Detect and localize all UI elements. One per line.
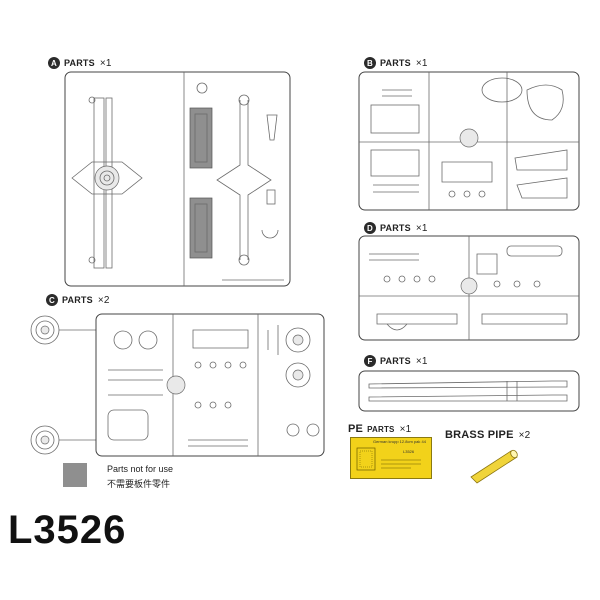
pe-plate: German krupp 12.8cm pak 44 L3526 [350,437,432,479]
brass-pipe-header: BRASS PIPE ×2 [445,429,530,441]
sprue-a-badge: A [48,57,60,69]
sprue-b-drawing [358,71,580,211]
pe-prefix: PE [348,423,364,435]
sprue-a-label: PARTS [64,58,95,68]
sprue-f-badge: F [364,355,376,367]
sprue-f-count: ×1 [415,355,428,367]
sprue-b-label: PARTS [380,58,411,68]
sprue-b-header: B PARTS ×1 [364,57,428,69]
legend-text-en: Parts not for use [107,464,174,474]
pe-header: PE PARTS ×1 [348,423,411,435]
pe-count: ×1 [399,423,412,435]
sprue-c-drawing [30,313,325,457]
legend-swatch [63,463,87,487]
sprue-a-header: A PARTS ×1 [48,57,112,69]
pe-plate-parts [356,447,421,471]
pe-label: PARTS [367,424,395,434]
sprue-b-badge: B [364,57,376,69]
sprue-c-badge: C [46,294,58,306]
sprue-d-count: ×1 [415,222,428,234]
sprue-d-drawing [358,235,580,341]
sprue-d-label: PARTS [380,223,411,233]
legend-text-cn: 不需要板件零件 [107,480,171,490]
sprue-a-count: ×1 [99,57,112,69]
sprue-c-count: ×2 [97,294,110,306]
pe-plate-title: German krupp 12.8cm pak 44 [373,439,426,444]
sprue-c-header: C PARTS ×2 [46,294,110,306]
sprue-f-header: F PARTS ×1 [364,355,428,367]
brass-pipe-count: ×2 [518,429,531,441]
pe-plate-code: L3526 [403,449,415,454]
brass-pipe-drawing [470,449,518,484]
sprue-a-drawing [64,71,291,287]
model-number: L3526 [8,508,127,552]
sprue-f-label: PARTS [380,356,411,366]
brass-pipe-label: BRASS PIPE [445,429,514,441]
sprue-f-drawing [358,370,580,412]
sprue-d-badge: D [364,222,376,234]
sprue-d-header: D PARTS ×1 [364,222,428,234]
sprue-c-label: PARTS [62,295,93,305]
sprue-b-count: ×1 [415,57,428,69]
